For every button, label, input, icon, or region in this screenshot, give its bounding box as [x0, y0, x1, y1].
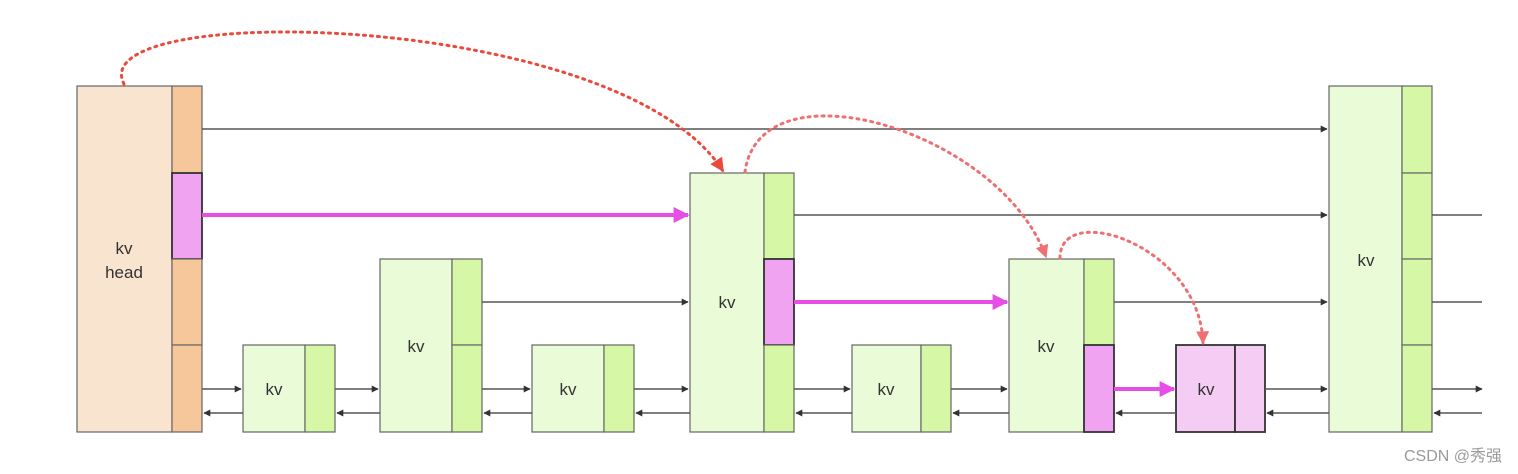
- node-5-level-1: [920, 344, 952, 433]
- watermark: CSDN @秀强: [1403, 448, 1502, 465]
- node-3: kv: [531, 344, 635, 433]
- node-1: kv: [242, 344, 336, 433]
- head-level-1: [171, 344, 203, 433]
- node-8-level-3: [1401, 172, 1433, 260]
- head-level-4: [171, 85, 203, 174]
- node-8-level-2: [1401, 258, 1433, 346]
- node-2-level-2: [451, 258, 483, 346]
- arc-n6-to-n7: [1058, 230, 1210, 345]
- head-node: kv head: [76, 85, 203, 433]
- node-5-label: kv: [878, 380, 896, 399]
- node-4-level-3: [763, 172, 795, 260]
- node-7-label: kv: [1198, 380, 1216, 399]
- node-5: kv: [851, 344, 952, 433]
- head-label-kv: kv: [116, 239, 134, 258]
- node-7-level-1: [1234, 344, 1266, 433]
- node-7-target: kv: [1175, 344, 1266, 433]
- head-label-head: head: [105, 263, 143, 282]
- node-8: kv: [1328, 85, 1433, 433]
- node-4-label: kv: [719, 293, 737, 312]
- forward-links: [202, 125, 1483, 393]
- node-6: kv: [1008, 258, 1115, 433]
- node-1-label: kv: [266, 380, 284, 399]
- node-2: kv: [379, 258, 483, 433]
- node-4: kv: [689, 172, 795, 433]
- node-8-level-1: [1401, 344, 1433, 433]
- node-6-label: kv: [1038, 337, 1056, 356]
- node-8-level-4: [1401, 85, 1433, 174]
- arc-n4-to-n6: [743, 114, 1049, 259]
- node-1-level-1: [304, 344, 336, 433]
- node-2-level-1: [451, 344, 483, 433]
- arc-head-to-n4: [120, 30, 725, 173]
- node-4-level-2: [763, 258, 795, 346]
- node-4-level-1: [763, 344, 795, 433]
- head-level-3: [171, 172, 203, 260]
- search-arcs: [120, 30, 1210, 345]
- node-8-label: kv: [1358, 251, 1376, 270]
- node-2-label: kv: [408, 337, 426, 356]
- node-6-level-1: [1083, 344, 1115, 433]
- head-level-2: [171, 258, 203, 346]
- search-path-arrows: [202, 207, 1176, 397]
- node-6-level-2: [1083, 258, 1115, 346]
- node-3-level-1: [603, 344, 635, 433]
- node-3-label: kv: [560, 380, 578, 399]
